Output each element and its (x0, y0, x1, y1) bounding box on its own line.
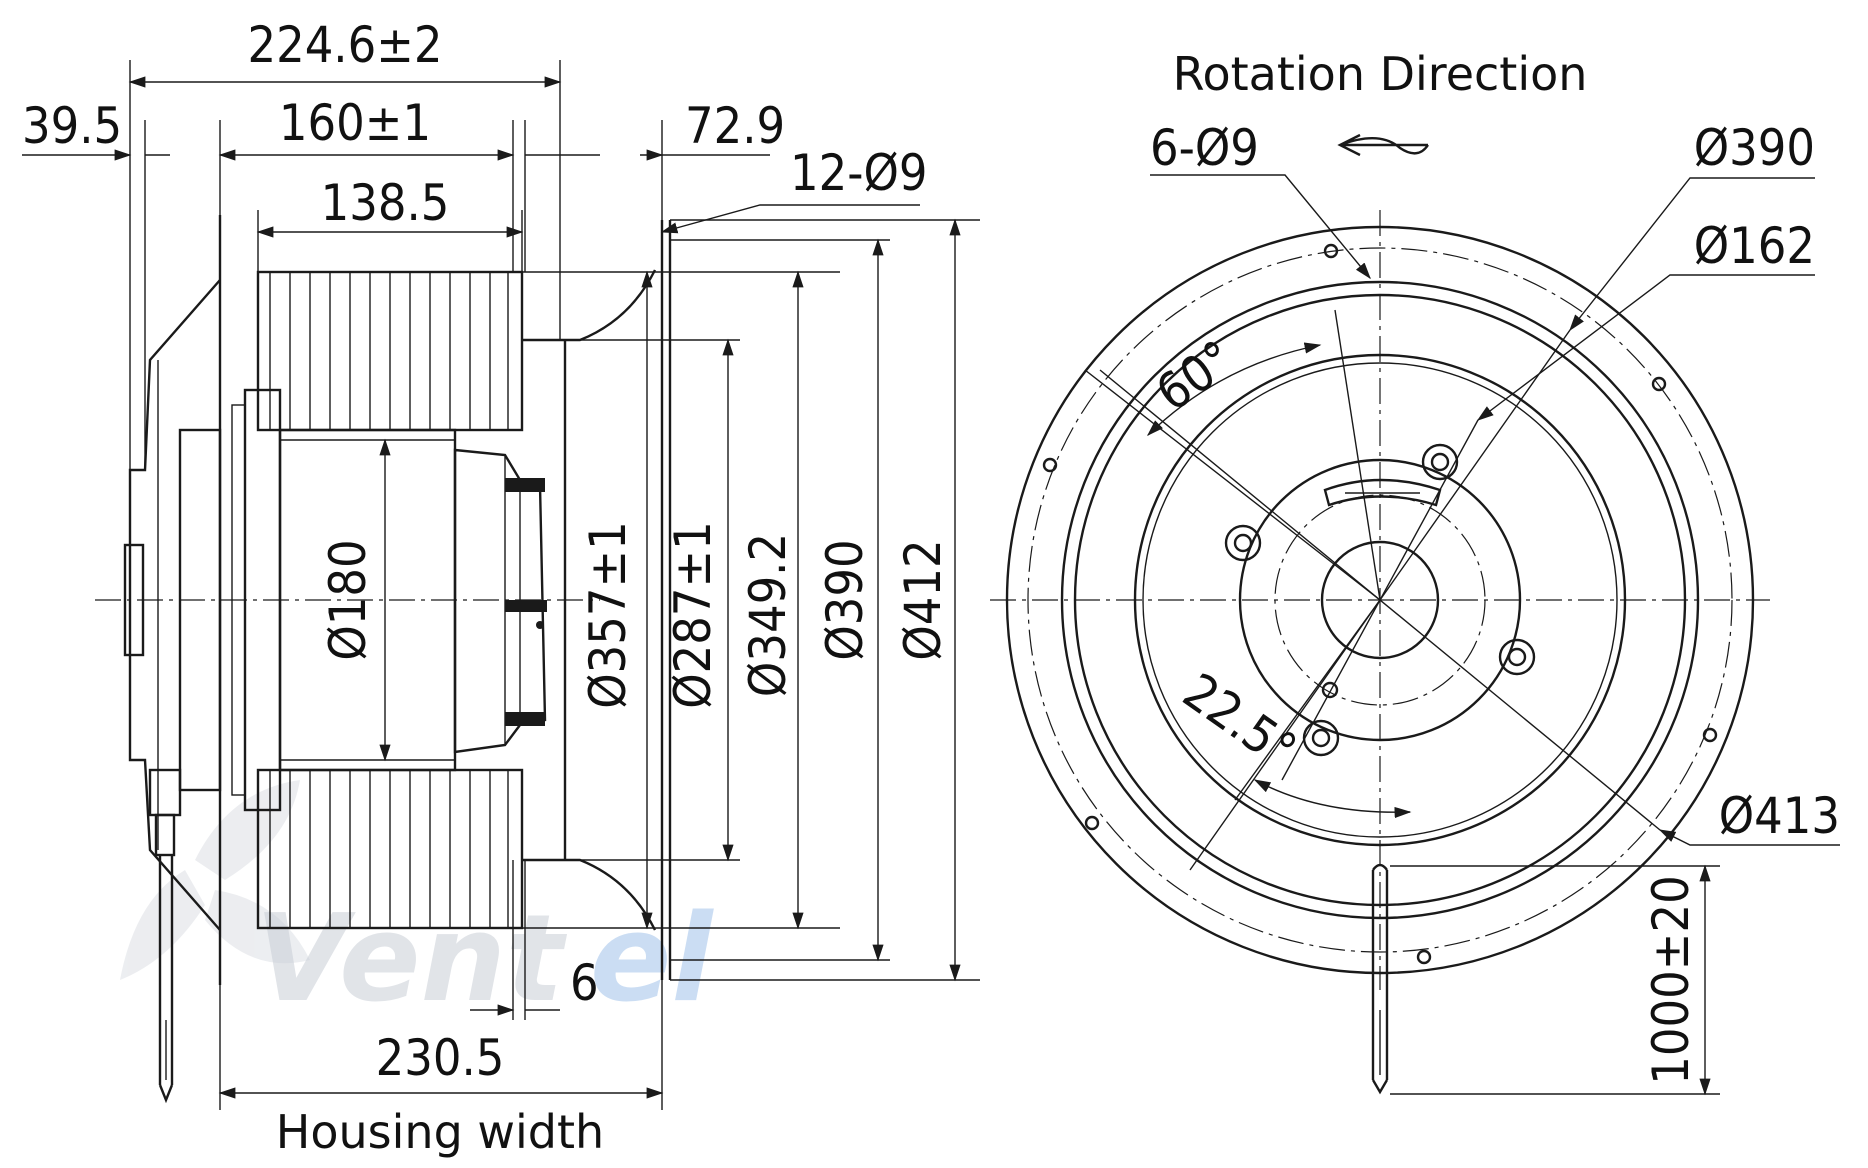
bolt-circle (1027, 247, 1733, 953)
housing-width-label: Housing width (276, 1105, 604, 1159)
dim-d349: Ø349.2 (739, 533, 797, 697)
motor-rear-cover (128, 279, 221, 931)
rotation-direction-title: Rotation Direction (1173, 47, 1588, 101)
rotation-arrow-icon (1337, 133, 1429, 157)
dim-front-offset: 39.5 (22, 97, 122, 155)
motor-bosses (1224, 443, 1536, 757)
front-mount-holes (1042, 243, 1718, 965)
dim-motor-length: 160±1 (279, 94, 431, 152)
side-dimension-lines (22, 76, 961, 1099)
dim-impeller-length: 138.5 (321, 174, 450, 232)
dim-angle-22: 22.5° (1173, 662, 1307, 780)
motor-label-plate (1323, 478, 1442, 507)
side-view: 224.6±2 39.5 160±1 72.9 138.5 12-Ø9 Ø180… (22, 16, 980, 1159)
side-extension-lines (129, 60, 980, 1110)
dim-cable-length: 1000±20 (1642, 875, 1700, 1084)
inlet-circle-inner (1073, 293, 1687, 907)
dim-d162: Ø162 (1694, 217, 1815, 275)
dim-overall-length: 224.6±2 (247, 16, 442, 74)
cable-gland (148, 768, 182, 1104)
motor-fins (453, 448, 547, 754)
impeller-blades-lower (256, 768, 524, 930)
front-view: Rotation Direction 6-Ø9 Ø390 Ø162 60° 22… (990, 47, 1840, 1096)
dim-d287: Ø287±1 (664, 521, 722, 709)
dim-inlet-offset: 72.9 (685, 97, 785, 155)
dim-front-mount-holes: 6-Ø9 (1150, 119, 1259, 177)
watermark-text: Vent (255, 890, 568, 1029)
dim-d357: Ø357±1 (579, 521, 637, 709)
front-cable (1371, 863, 1389, 1095)
dim-angle-60: 60° (1146, 329, 1245, 422)
dim-d413: Ø413 (1719, 787, 1840, 845)
motor-flange (178, 428, 222, 792)
dim-d412: Ø412 (894, 539, 952, 660)
front-dimension-lines (1084, 174, 1840, 1096)
dim-motor-diameter: Ø180 (319, 539, 377, 660)
motor-circle (1238, 458, 1522, 742)
outer-flange-circle (1005, 225, 1755, 975)
dim-side-mount-holes: 12-Ø9 (790, 144, 927, 202)
dim-flange-thickness: 6 (570, 954, 599, 1012)
dim-side-d390: Ø390 (816, 539, 874, 660)
impeller-blades-upper (256, 270, 524, 432)
dim-housing-width: 230.5 (376, 1029, 505, 1087)
inlet-circle-outer (1060, 280, 1700, 920)
impeller-circle (1133, 353, 1627, 847)
hub-circle (1320, 540, 1440, 660)
watermark: Vent el (120, 780, 714, 1029)
dim-front-d390: Ø390 (1694, 119, 1815, 177)
